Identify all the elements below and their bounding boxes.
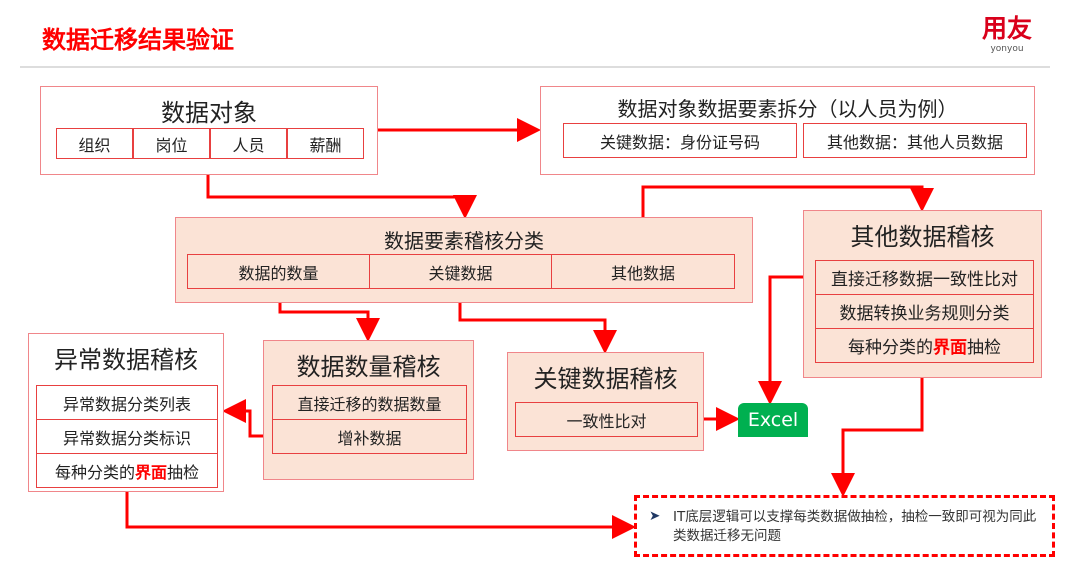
page-title: 数据迁移结果验证 — [42, 26, 234, 54]
note-box: ➤ IT底层逻辑可以支撑每类数据做抽检，抽检一致即可视为同此类数据迁移无问题 — [634, 495, 1055, 557]
label-post: 抽检 — [967, 338, 1001, 358]
other-audit-item: 每种分类的界面抽检 — [815, 328, 1034, 363]
key-audit-title: 关键数据稽核 — [533, 365, 678, 393]
key-audit-item: 一致性比对 — [515, 402, 698, 437]
abnormal-audit-item: 每种分类的界面抽检 — [36, 453, 218, 488]
count-audit-box: 数据数量稽核 直接迁移的数据数量 增补数据 — [263, 340, 474, 480]
label-pre: 每种分类的 — [848, 338, 933, 358]
split-item: 关键数据：身份证号码 — [563, 123, 797, 158]
count-audit-item: 直接迁移的数据数量 — [272, 385, 467, 420]
arrow-abnormal-to-note — [125, 492, 636, 539]
classify-title: 数据要素稽核分类 — [384, 229, 544, 253]
arrow-bullet-icon: ➤ — [649, 508, 661, 524]
abnormal-audit-item: 异常数据分类标识 — [36, 419, 218, 454]
split-title: 数据对象数据要素拆分（以人员为例） — [617, 97, 958, 121]
abnormal-audit-item: 异常数据分类列表 — [36, 385, 218, 420]
other-audit-item: 直接迁移数据一致性比对 — [815, 260, 1034, 295]
other-audit-title: 其他数据稽核 — [850, 223, 995, 251]
label-post: 抽检 — [167, 462, 200, 482]
label-em: 界面 — [933, 338, 967, 358]
excel-badge: Excel — [738, 403, 808, 437]
abnormal-audit-box: 异常数据稽核 异常数据分类列表 异常数据分类标识 每种分类的界面抽检 — [28, 333, 224, 492]
key-audit-box: 关键数据稽核 一致性比对 — [507, 352, 704, 451]
arrow-object-to-classify — [206, 175, 477, 219]
logo-cn: 用友 — [981, 14, 1032, 43]
arrow-key-to-key-audit — [458, 288, 617, 354]
logo-en: yonyou — [990, 44, 1024, 54]
other-audit-box: 其他数据稽核 直接迁移数据一致性比对 数据转换业务规则分类 每种分类的界面抽检 — [803, 210, 1042, 378]
split-box: 数据对象数据要素拆分（以人员为例） 关键数据：身份证号码 其他数据：其他人员数据 — [540, 86, 1035, 175]
data-object-item: 岗位 — [133, 128, 210, 159]
other-audit-item: 数据转换业务规则分类 — [815, 294, 1034, 329]
classify-item: 其他数据 — [551, 254, 735, 289]
header-divider — [20, 66, 1050, 68]
abnormal-audit-title: 异常数据稽核 — [54, 346, 198, 374]
arrow-other-audit-to-excel — [758, 275, 815, 405]
classify-item: 数据的数量 — [187, 254, 370, 289]
label-pre: 每种分类的 — [54, 462, 135, 482]
arrow-count-to-abnormal — [222, 399, 272, 438]
count-audit-item: 增补数据 — [272, 419, 467, 454]
classify-box: 数据要素稽核分类 数据的数量 关键数据 其他数据 — [175, 217, 753, 303]
data-object-item: 人员 — [210, 128, 287, 159]
data-object-item: 组织 — [56, 128, 133, 159]
arrow-other-audit-to-note — [831, 378, 924, 497]
note-text: IT底层逻辑可以支撑每类数据做抽检，抽检一致即可视为同此类数据迁移无问题 — [673, 509, 1037, 544]
count-audit-title: 数据数量稽核 — [296, 353, 441, 381]
split-item: 其他数据：其他人员数据 — [803, 123, 1027, 158]
classify-item: 关键数据 — [369, 254, 552, 289]
label-em: 界面 — [134, 462, 167, 482]
logo: 用友 yonyou — [975, 14, 1039, 54]
data-object-title: 数据对象 — [161, 99, 257, 127]
data-object-box: 数据对象 组织 岗位 人员 薪酬 — [40, 86, 378, 175]
data-object-item: 薪酬 — [287, 128, 364, 159]
